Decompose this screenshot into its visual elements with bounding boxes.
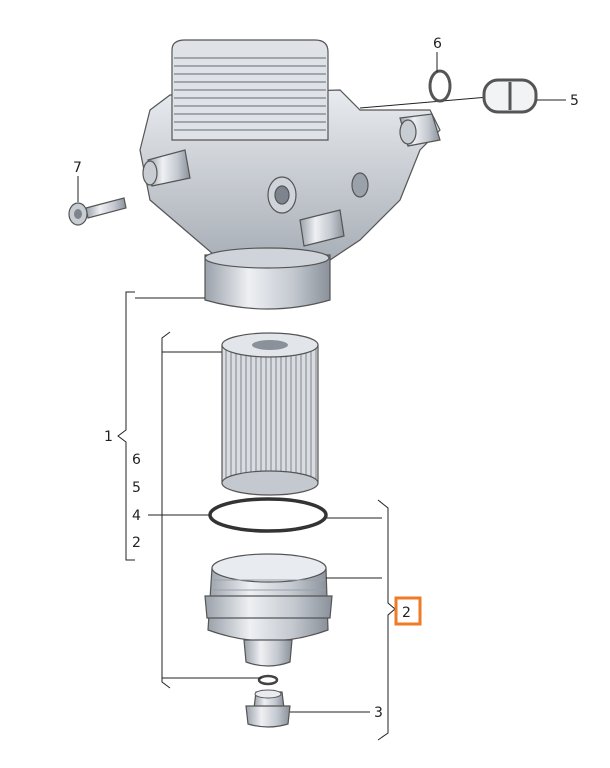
callout-6: 6	[433, 36, 442, 52]
list-item-5: 5	[132, 480, 141, 496]
bracket-group-1	[117, 291, 135, 561]
callout-3: 3	[374, 705, 383, 721]
washer	[257, 674, 279, 686]
oil-cooler	[171, 39, 329, 141]
callout-5: 5	[570, 93, 579, 109]
drain-plug	[245, 689, 291, 728]
leader-lines	[77, 52, 566, 713]
callout-7: 7	[73, 160, 82, 176]
callout-2-highlighted[interactable]: 2	[394, 596, 422, 626]
list-item-4: 4	[132, 508, 141, 524]
seal-double	[482, 78, 538, 114]
bracket-group-inner	[161, 331, 171, 689]
filter-cap	[204, 553, 333, 667]
list-item-2: 2	[132, 535, 141, 551]
callout-2: 2	[402, 605, 411, 621]
oil-filter-housing	[139, 39, 441, 310]
bracket-group-2	[377, 499, 396, 741]
o-ring	[208, 497, 328, 533]
list-item-6: 6	[132, 452, 141, 468]
bolt	[68, 197, 127, 226]
seal-ring-small	[428, 69, 452, 103]
callout-1: 1	[104, 429, 113, 445]
filter-element	[221, 332, 319, 496]
